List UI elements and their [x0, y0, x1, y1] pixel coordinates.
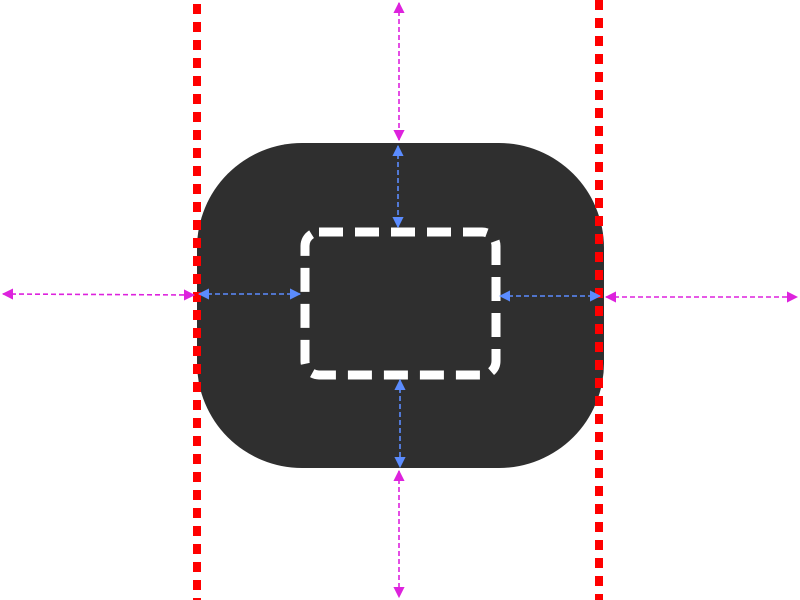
padding-box	[197, 143, 604, 468]
content-box	[300, 227, 501, 380]
